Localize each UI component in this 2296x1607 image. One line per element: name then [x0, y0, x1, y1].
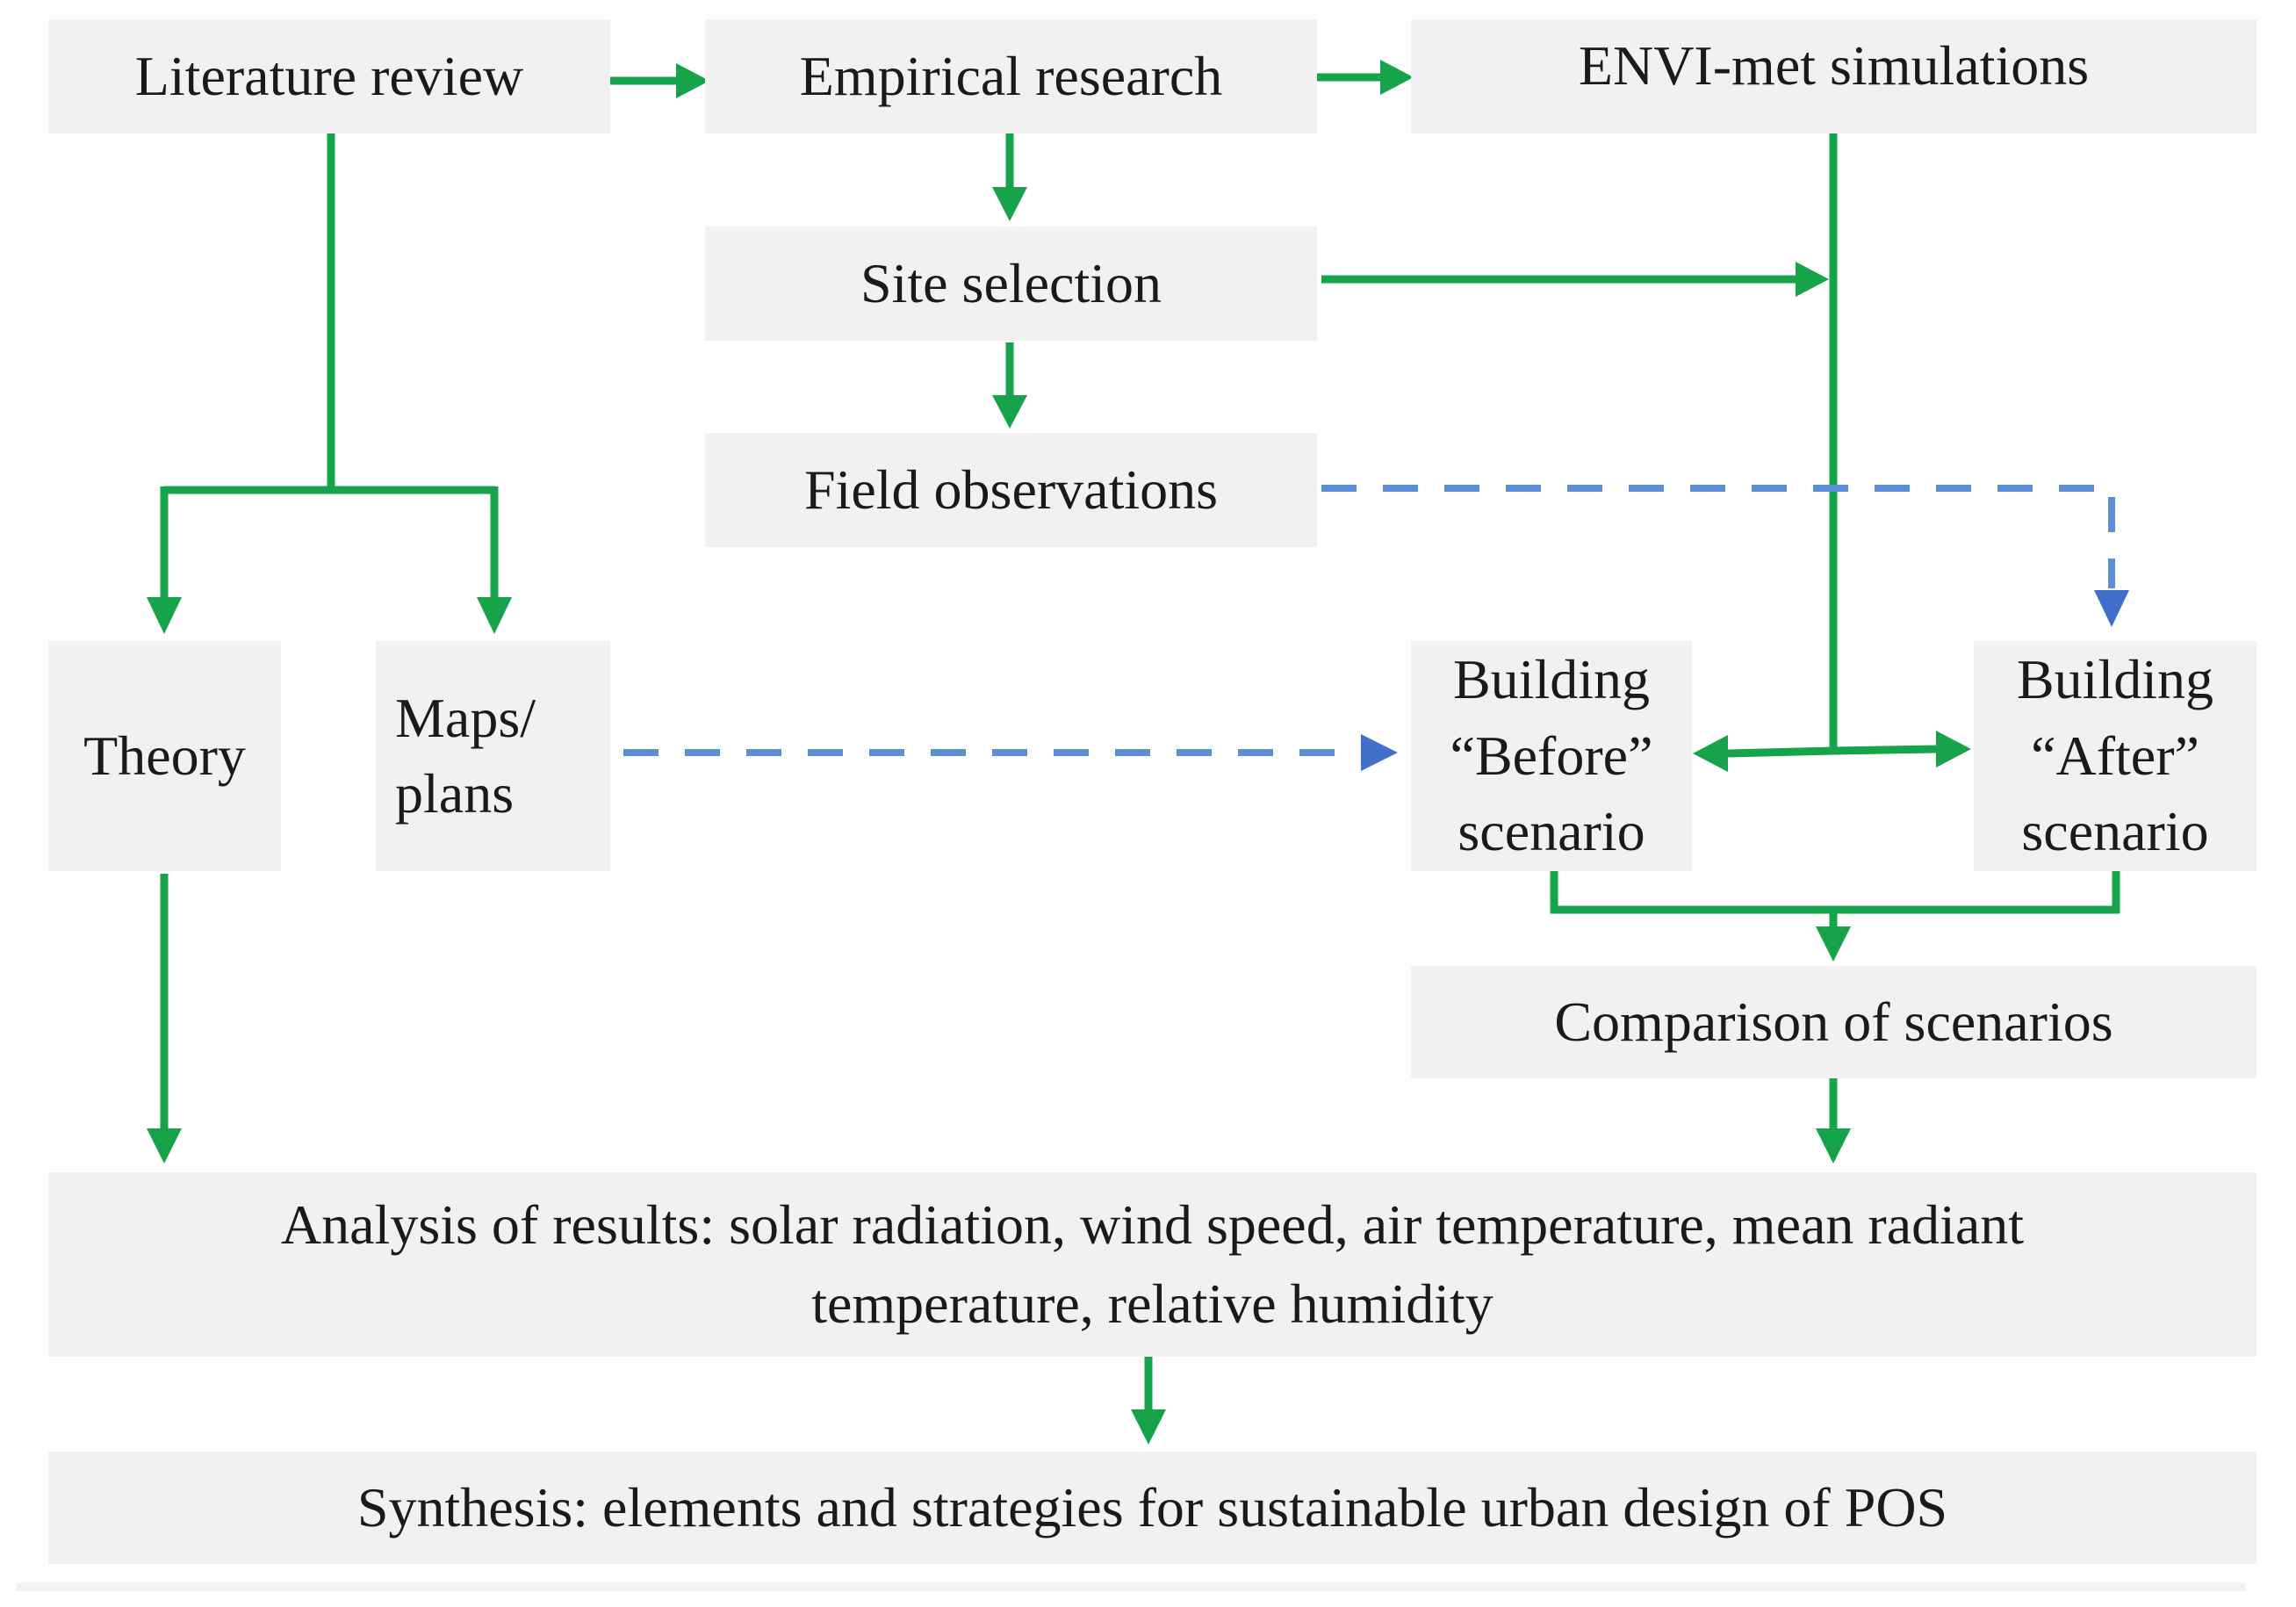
arrowhead [1816, 926, 1851, 962]
node-site-selection: Site selection [705, 227, 1317, 341]
arrowhead [1380, 60, 1414, 95]
arrowhead [1131, 1409, 1166, 1445]
node-synthesis-label: Synthesis: elements and strategies for s… [356, 1475, 1948, 1539]
arrowhead [147, 1128, 182, 1164]
arrowhead [147, 597, 182, 634]
node-building-after: Building “After” scenario [1974, 641, 2256, 871]
node-field-observations: Field observations [705, 433, 1317, 547]
node-theory-label: Theory [83, 724, 246, 787]
node-literature-review-label: Literature review [134, 44, 524, 107]
edge-field-to-after-dashed [1321, 485, 2115, 588]
bottom-divider [16, 1582, 2246, 1591]
node-building-after-label: Building “After” scenario [2016, 648, 2214, 863]
node-site-selection-label: Site selection [860, 251, 1162, 314]
node-envi-met-simulations-label: ENVI-met simulations [1578, 34, 2090, 97]
arrowhead [676, 63, 709, 98]
node-maps-plans: Maps/ plans [376, 641, 610, 871]
node-analysis-label: Analysis of results: solar radiation, wi… [280, 1193, 2025, 1335]
arrowhead [992, 395, 1027, 429]
node-empirical-research: Empirical research [705, 19, 1317, 133]
arrowhead [1796, 262, 1829, 297]
node-building-before: Building “Before” scenario [1411, 641, 1692, 871]
edge-envimet-to-before [1727, 746, 1834, 758]
node-field-observations-label: Field observations [803, 458, 1219, 521]
node-literature-review: Literature review [48, 19, 610, 133]
node-analysis-of-results: Analysis of results: solar radiation, wi… [48, 1172, 2256, 1357]
node-empirical-research-label: Empirical research [799, 44, 1223, 107]
arrowhead [2094, 590, 2129, 627]
arrowhead [1816, 1128, 1851, 1164]
arrowhead [992, 187, 1027, 221]
arrowhead [1361, 734, 1398, 771]
node-synthesis: Synthesis: elements and strategies for s… [48, 1452, 2256, 1564]
node-maps-plans-label: Maps/ plans [395, 686, 536, 825]
node-envi-met-simulations: ENVI-met simulations [1411, 19, 2256, 133]
arrowhead [477, 597, 512, 634]
node-theory: Theory [48, 641, 281, 871]
arrowhead [1693, 735, 1728, 772]
node-building-before-label: Building “Before” scenario [1450, 648, 1653, 863]
edge-envimet-to-after [1832, 745, 1937, 755]
node-comparison-label: Comparison of scenarios [1554, 990, 2113, 1053]
arrowhead [1936, 731, 1971, 767]
node-comparison-of-scenarios: Comparison of scenarios [1411, 966, 2256, 1078]
